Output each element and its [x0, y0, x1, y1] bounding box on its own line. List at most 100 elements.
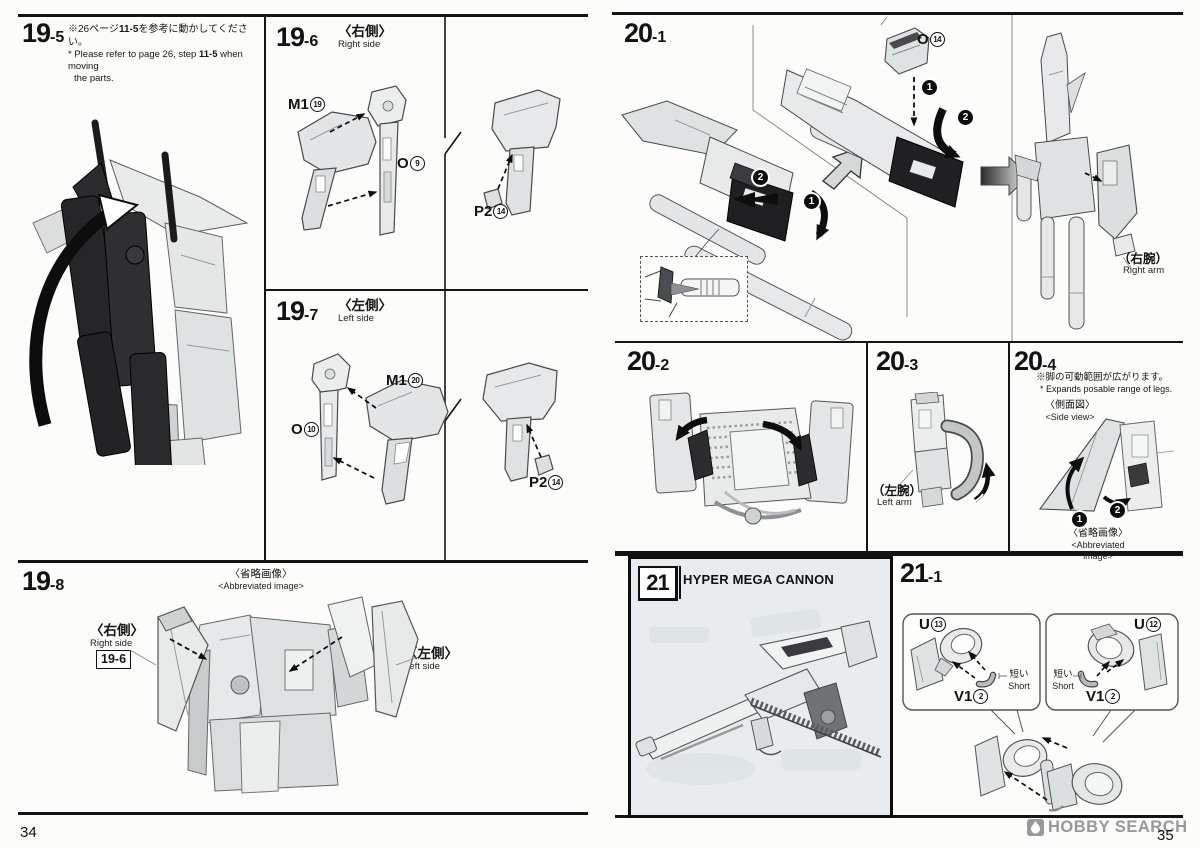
part-u-12-prefix: U — [1134, 616, 1145, 633]
step-label-20-1: 20-1 — [624, 20, 666, 47]
abbr-caption-19-8: 〈省略画像〉 <Abbreviated image> — [196, 568, 326, 591]
note-20-4: ※脚の可動範囲が広がります。 * Expands posable range o… — [1036, 372, 1186, 395]
inset-detail-art — [644, 266, 740, 318]
ref-19-6-box: 19-6 — [96, 650, 132, 669]
left-divider-19-8 — [18, 560, 588, 563]
note-19-5-jp-pre: ※26ページ — [68, 24, 119, 35]
part-o-14-circle: 14 — [929, 32, 945, 47]
section-21-title: HYPER MEGA CANNON — [683, 572, 834, 587]
part-u-13-prefix: U — [919, 616, 930, 633]
hobby-search-logo-icon — [1027, 819, 1044, 836]
note-19-5-en-ref: 11-5 — [198, 49, 218, 60]
illustration-20-2 — [649, 392, 854, 525]
step-label-21-1: 21-1 — [900, 560, 942, 587]
abbr-caption-20-4: 〈省略画像〉 <Abbreviated image> — [1063, 528, 1133, 562]
step-19-6-num: 19 — [276, 22, 305, 52]
hobby-search-watermark: HOBBY SEARCH — [1027, 818, 1188, 837]
illustration-21-cannon — [635, 608, 883, 785]
side-19-6-en: Right side — [338, 38, 381, 50]
note-19-5-jp-post: を参考に動かしてください。 — [68, 24, 248, 48]
step-20-4-num: 20 — [1014, 346, 1043, 376]
part-o-9-prefix: O — [397, 155, 409, 172]
short-left-en: Short — [1008, 680, 1030, 691]
thick-divider-21 — [615, 551, 1183, 556]
step-19-7-num: 19 — [276, 296, 305, 326]
part-v1-2r-circle: 2 — [1105, 689, 1121, 704]
divider-19-6-19-7 — [264, 289, 588, 291]
step-19-6-sub: -6 — [304, 33, 319, 50]
part-v1-2r-prefix: V1 — [1086, 688, 1105, 705]
side-19-8-left-en: Left side — [404, 660, 440, 672]
part-v1-2l-prefix: V1 — [954, 688, 973, 705]
short-left-jp: 短い — [1009, 669, 1029, 680]
part-u-12-circle: 12 — [1145, 617, 1161, 632]
right-arm-label: （右腕） Right arm — [1118, 252, 1168, 277]
part-o-10-prefix: O — [291, 421, 303, 438]
step-19-8-num: 19 — [22, 566, 51, 596]
step-19-8-sub: -8 — [50, 577, 65, 594]
illustration-20-4 — [1038, 418, 1175, 512]
part-p2-14l-prefix: P2 — [529, 474, 548, 491]
step-20-3-sub: -3 — [904, 357, 919, 374]
side-view-caption: 〈側面図〉 <Side view> — [1040, 400, 1100, 423]
part-p2-14r-circle: 14 — [493, 204, 509, 219]
step-19-5-num: 19 — [22, 18, 51, 48]
step-20-1-num: 20 — [624, 18, 653, 48]
divider-19-5-right — [264, 14, 266, 562]
part-m1-19-circle: 19 — [309, 97, 325, 112]
note-19-5-en-pre: * Please refer to page 26, step — [68, 49, 199, 60]
illustration-20-1 — [621, 15, 1138, 341]
note-20-4-jp: ※脚の可動範囲が広がります。 — [1036, 372, 1169, 383]
right-page-top-border — [612, 12, 1183, 15]
left-arm-jp: （左腕） — [872, 484, 923, 498]
right-arm-jp: （右腕） — [1118, 252, 1169, 266]
part-v1-2l-circle: 2 — [973, 689, 989, 704]
divider-19-6-internal — [444, 16, 462, 290]
side-19-7-jp: 〈左側〉 — [338, 298, 392, 313]
divider-19-7-internal — [444, 291, 462, 560]
step-21-1-num: 21 — [900, 558, 929, 588]
side-head-19-6: 〈右側〉 Right side — [338, 24, 392, 50]
part-p2-14r-prefix: P2 — [474, 203, 493, 220]
step-19-5-sub: -5 — [50, 29, 65, 46]
page-number-right: 35 — [1157, 827, 1174, 844]
side-19-8-right-en: Right side — [90, 637, 133, 649]
step-circle-1-main: 1 — [804, 194, 819, 209]
illustration-19-7-parts — [311, 353, 449, 505]
illustration-21-1 — [902, 613, 1179, 812]
short-right-jp: 短い — [1053, 669, 1073, 680]
page-number-left: 34 — [20, 824, 37, 841]
part-u-13-circle: 13 — [930, 617, 946, 632]
step-20-1-sub: -1 — [652, 29, 667, 46]
side-19-7-en: Left side — [338, 312, 374, 324]
note-19-5-en-line2: the parts. — [74, 72, 114, 84]
step-label-19-8: 19-8 — [22, 568, 64, 595]
abbr-20-4-jp: 〈省略画像〉 — [1068, 528, 1128, 539]
short-label-right: 短い Short — [1048, 669, 1078, 691]
part-o-10-circle: 10 — [303, 422, 319, 437]
right-arm-en: Right arm — [1123, 265, 1165, 277]
step-label-20-3: 20-3 — [876, 348, 918, 375]
short-label-left: 短い Short — [1004, 669, 1034, 691]
part-p2-14l-circle: 14 — [548, 475, 564, 490]
left-page-top-border — [18, 14, 588, 17]
divider-20-2-20-3 — [866, 341, 868, 551]
step-21-1-sub: -1 — [928, 569, 943, 586]
side-view-jp: 〈側面図〉 — [1045, 400, 1095, 411]
side-view-en: <Side view> — [1045, 412, 1095, 422]
part-o-14-prefix: O — [917, 31, 929, 48]
step-circle-1-20-4: 1 — [1072, 512, 1087, 527]
left-page-bottom-border — [18, 812, 588, 815]
step-circle-2-top: 2 — [958, 110, 973, 125]
part-m1-19-prefix: M1 — [288, 96, 309, 113]
abbr-20-4-en: <Abbreviated image> — [1071, 540, 1125, 561]
illustration-19-6-parts — [297, 85, 407, 236]
